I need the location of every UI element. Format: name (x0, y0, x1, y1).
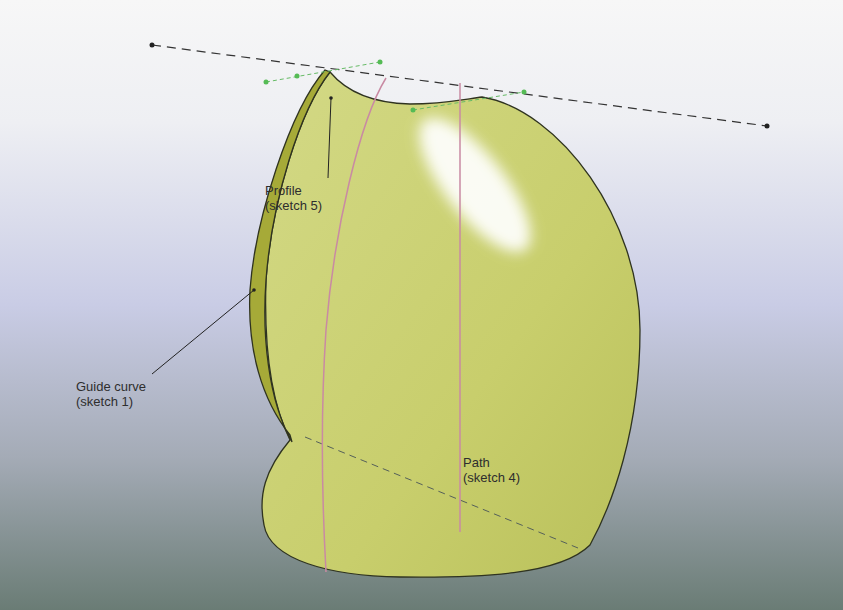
leader-dot (329, 96, 333, 100)
guide-flange (250, 70, 330, 442)
leader-line (152, 290, 254, 374)
construction-point (378, 60, 383, 65)
construction-point (264, 80, 269, 85)
callout-label: Guide curve (sketch 1) (76, 379, 158, 409)
axis-point (765, 124, 770, 129)
leader-line (328, 98, 331, 178)
construction-point (411, 108, 416, 113)
profile-curve (322, 78, 386, 572)
construction-line (413, 92, 524, 110)
construction-point (295, 74, 300, 79)
axis-point (150, 43, 155, 48)
leader-dot (252, 288, 256, 292)
callout-label: Profile (sketch 5) (265, 183, 335, 213)
swept-surface (262, 72, 640, 577)
construction-line (266, 62, 380, 82)
construction-point (522, 90, 527, 95)
hidden-edge (305, 437, 578, 548)
path-curve (459, 83, 461, 532)
callout-label: Path (sketch 4) (463, 455, 531, 485)
highlight (401, 102, 549, 268)
axis-line (152, 45, 767, 126)
